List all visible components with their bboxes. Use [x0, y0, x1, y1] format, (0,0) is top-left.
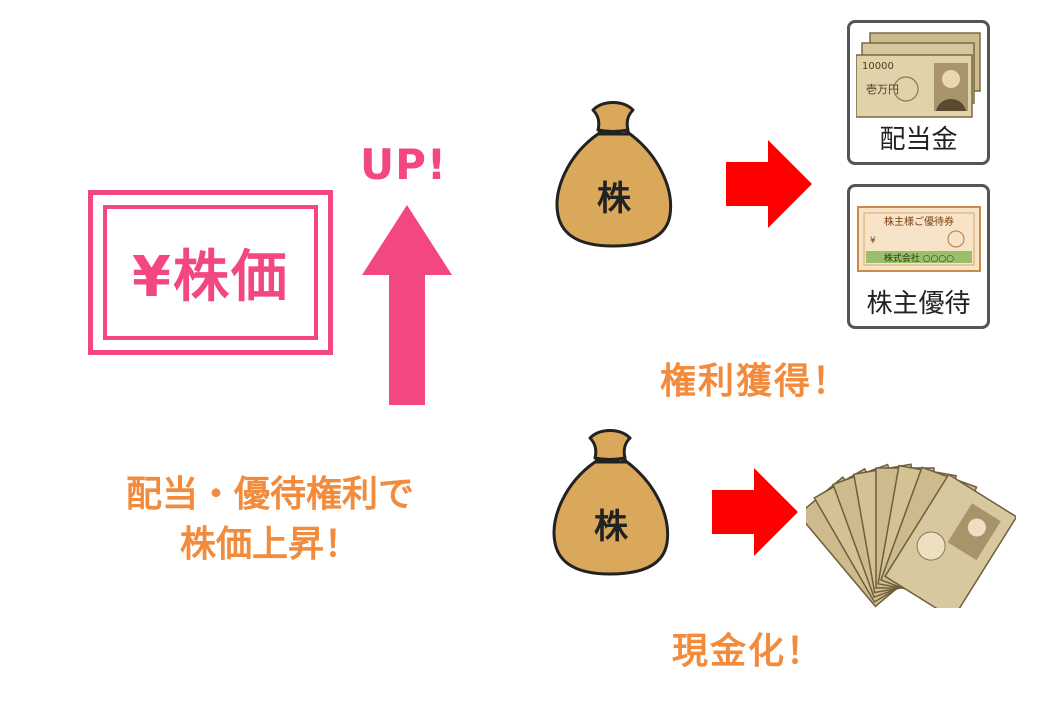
coupon-title: 株主様ご優待券	[884, 215, 954, 228]
left-caption-line2: 株価上昇！	[179, 524, 360, 565]
left-caption: 配当・優待権利で 株価上昇！	[80, 470, 460, 570]
banknote-icon: 10000 壱万円	[856, 32, 981, 118]
left-caption-line1: 配当・優待権利で	[125, 474, 414, 515]
shareholder-benefit-card: 株主様ご優待券 ¥ 株式会社 ○○○○ 株主優待	[847, 184, 990, 329]
money-bag-icon-bottom: 株	[552, 429, 670, 576]
bag-label-bottom: 株	[594, 507, 629, 547]
stock-price-box: ¥株価	[88, 190, 333, 355]
dividend-card: 10000 壱万円 配当金	[847, 20, 990, 165]
stock-price-label: ¥株価	[132, 245, 289, 310]
right-arrow-icon-top	[726, 140, 812, 228]
cash-out-caption: 現金化！	[672, 631, 825, 672]
shareholder-benefit-label: 株主優待	[866, 289, 971, 319]
coupon-icon: 株主様ご優待券 ¥ 株式会社 ○○○○	[857, 206, 981, 272]
bag-label-top: 株	[597, 179, 632, 219]
note-text: 壱万円	[866, 82, 899, 96]
coupon-yen: ¥	[870, 236, 876, 246]
up-arrow-icon	[362, 205, 452, 405]
money-bag-icon-top: 株	[555, 101, 673, 248]
banknotes-fan-icon	[806, 463, 1016, 608]
coupon-company: 株式会社 ○○○○	[884, 252, 954, 264]
note-denomination: 10000	[862, 61, 894, 72]
dividend-label: 配当金	[879, 125, 958, 155]
stock-price-box-inner: ¥株価	[103, 205, 318, 340]
up-label: UP!	[360, 140, 448, 189]
rights-acquired-caption: 権利獲得！	[660, 361, 851, 402]
right-arrow-icon-bottom	[712, 468, 798, 556]
